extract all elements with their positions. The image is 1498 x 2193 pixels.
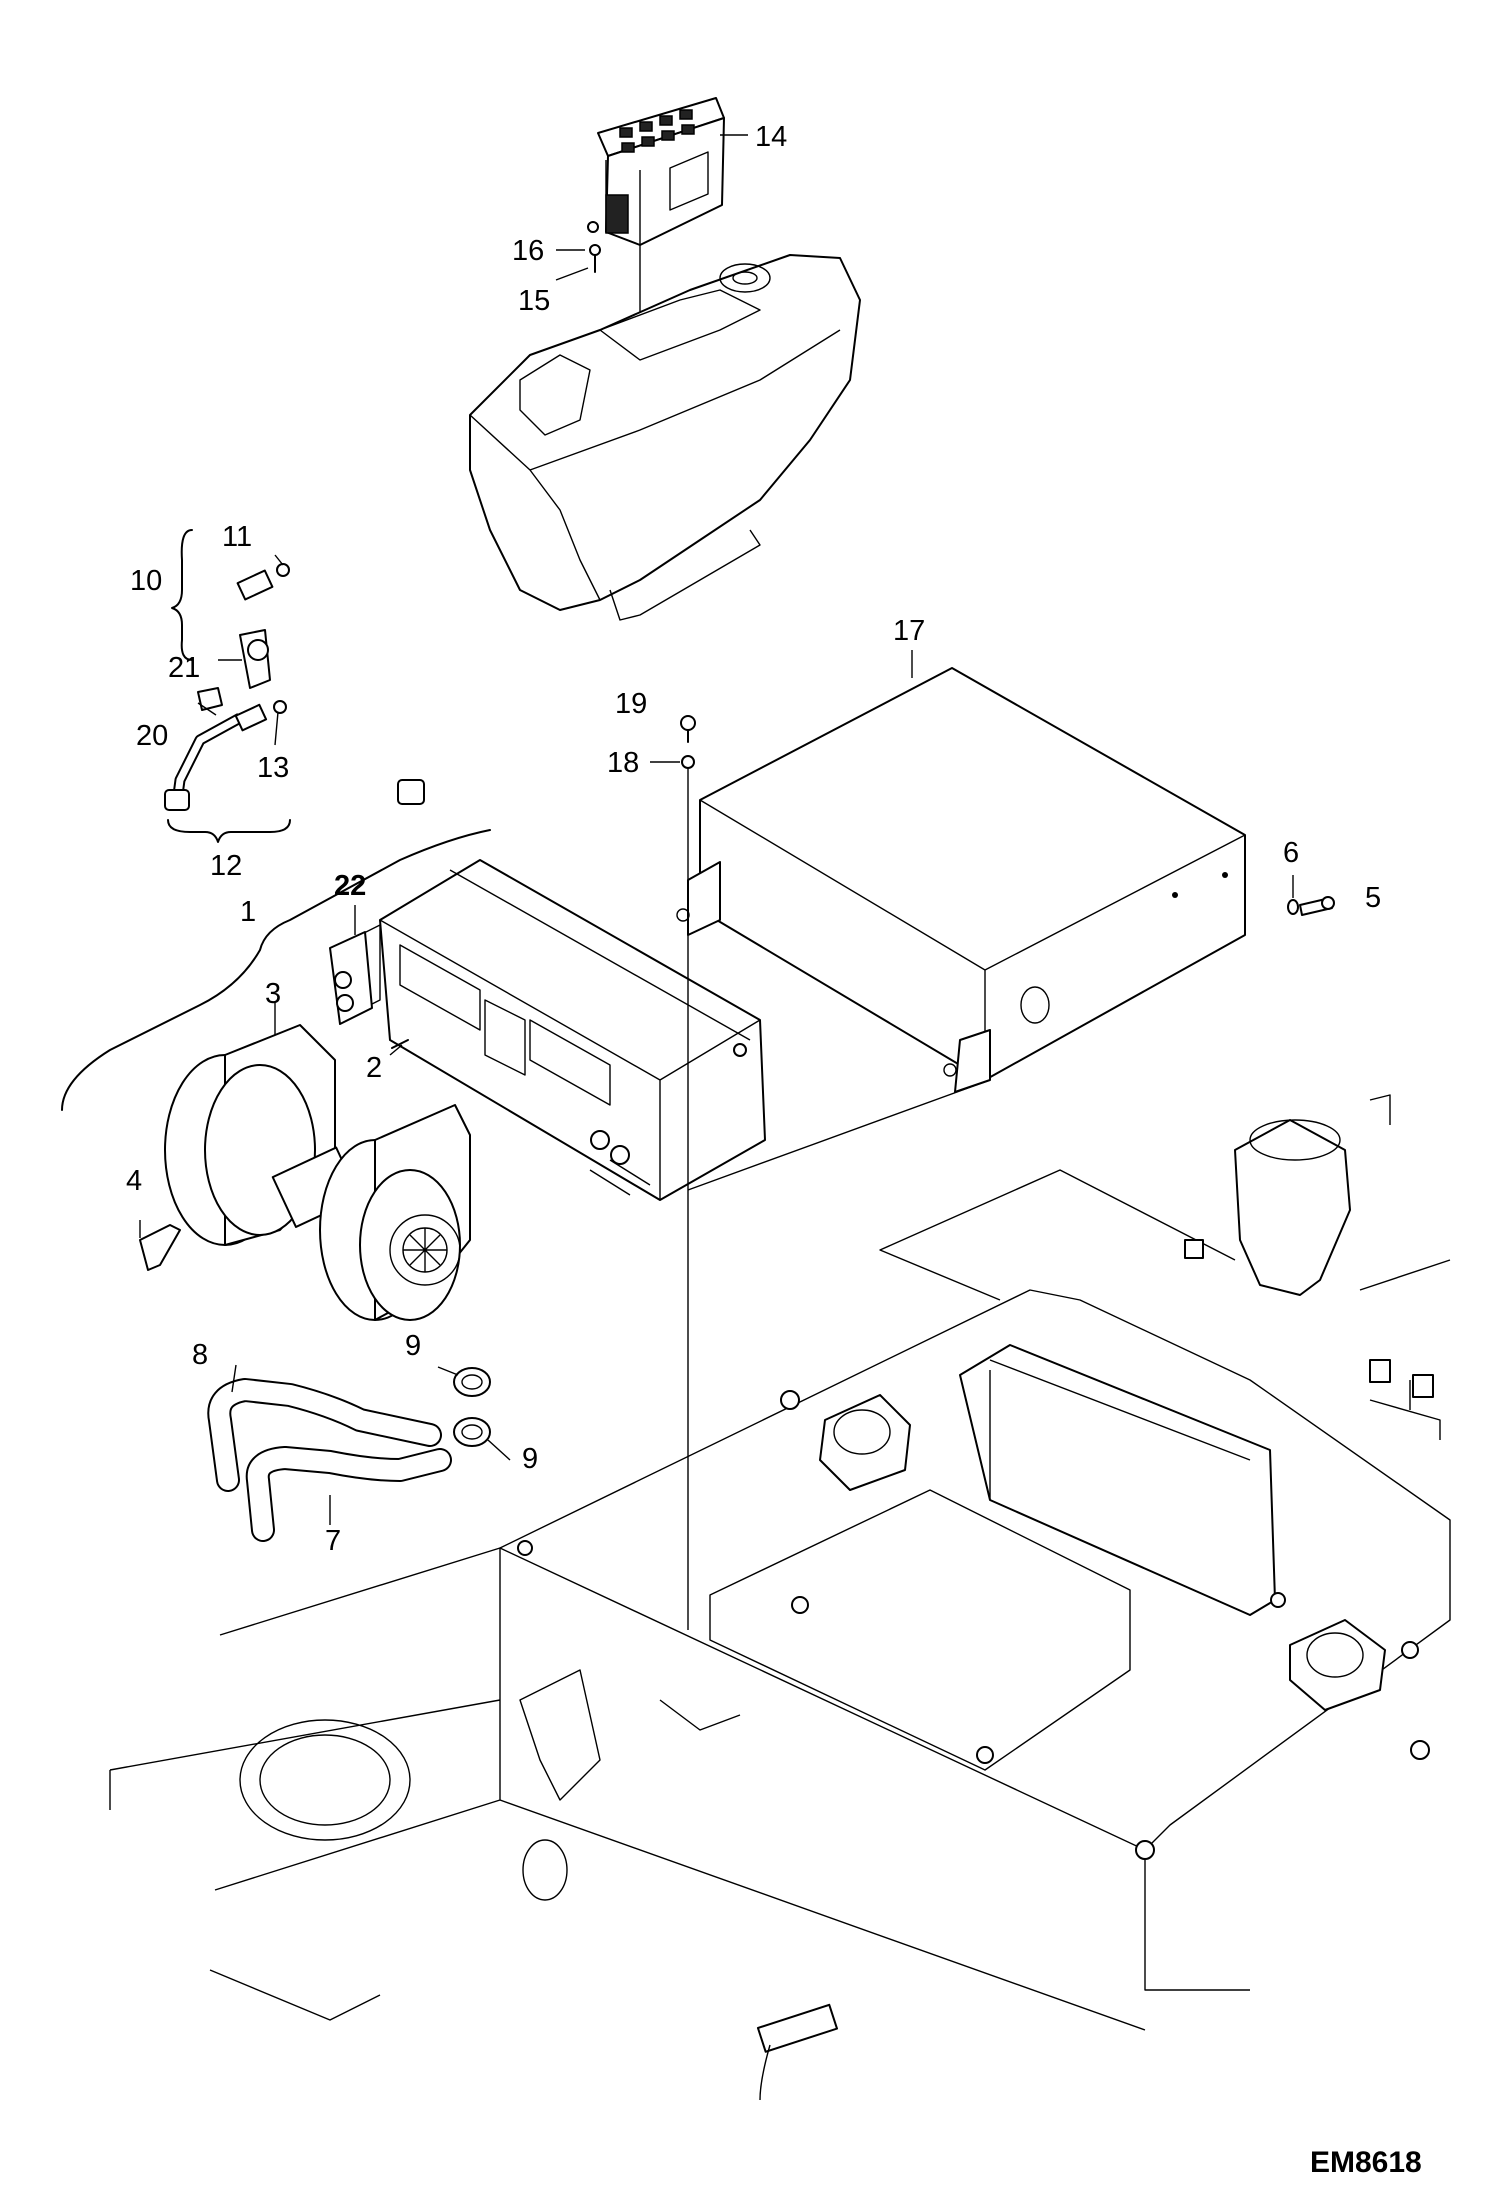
callout-15: 15 xyxy=(518,285,550,317)
cover-part-17 xyxy=(676,667,1246,1191)
callout-11: 11 xyxy=(222,521,252,553)
control-panel-part-14 xyxy=(597,97,725,370)
leader-lines xyxy=(139,134,1294,1525)
washer-part-16 xyxy=(587,221,599,233)
operator-console xyxy=(469,254,861,621)
callout-1: 1 xyxy=(240,896,256,928)
callout-18: 18 xyxy=(607,747,639,779)
bolt-part-5 xyxy=(1299,896,1335,916)
hose-part-8 xyxy=(207,1378,442,1492)
cab-floor-frame xyxy=(109,1094,1451,2101)
bracket-group-12 xyxy=(167,819,291,843)
washer-part-18 xyxy=(681,755,695,1630)
bolt-part-19 xyxy=(680,715,696,743)
clamp-part-21 xyxy=(239,629,271,689)
callout-22: 22 xyxy=(334,870,366,902)
hose-clamp-part-9a xyxy=(453,1367,491,1397)
callout-14: 14 xyxy=(755,121,787,153)
heater-unit-part-1 xyxy=(359,859,766,1201)
blower-part-3 xyxy=(164,1024,471,1321)
callout-20: 20 xyxy=(136,720,168,752)
callout-16: 16 xyxy=(512,235,544,267)
callout-3: 3 xyxy=(265,978,281,1010)
bracket-group-10 xyxy=(171,529,193,661)
callout-17: 17 xyxy=(893,615,925,647)
valve-part-22 xyxy=(329,931,373,1025)
callout-6: 6 xyxy=(1283,837,1299,869)
callout-19: 19 xyxy=(615,688,647,720)
screw-part-15 xyxy=(589,244,601,273)
washer-part-6 xyxy=(1287,899,1299,915)
callout-9-upper: 9 xyxy=(405,1330,421,1362)
callout-21: 21 xyxy=(168,652,200,684)
cover-part-4 xyxy=(139,1224,181,1271)
callout-12: 12 xyxy=(210,850,242,882)
callout-5: 5 xyxy=(1365,882,1381,914)
hose-part-7 xyxy=(245,1446,452,1542)
callout-9-lower: 9 xyxy=(522,1443,538,1475)
bracket-group-1 xyxy=(61,829,491,1111)
pipe-part-2 xyxy=(391,1039,409,1049)
heater-tube-part-12 xyxy=(164,700,287,811)
heater-tube-assembly-part-10 xyxy=(206,563,425,805)
hose-clamp-part-9b xyxy=(453,1417,491,1447)
callout-4: 4 xyxy=(126,1165,142,1197)
callout-10: 10 xyxy=(130,565,162,597)
callout-7: 7 xyxy=(325,1525,341,1557)
drawing-code: EM8618 xyxy=(1310,2146,1422,2179)
callout-2: 2 xyxy=(366,1052,382,1084)
callout-8: 8 xyxy=(192,1339,208,1371)
callout-13: 13 xyxy=(257,752,289,784)
bolt-part-20 xyxy=(197,687,223,711)
